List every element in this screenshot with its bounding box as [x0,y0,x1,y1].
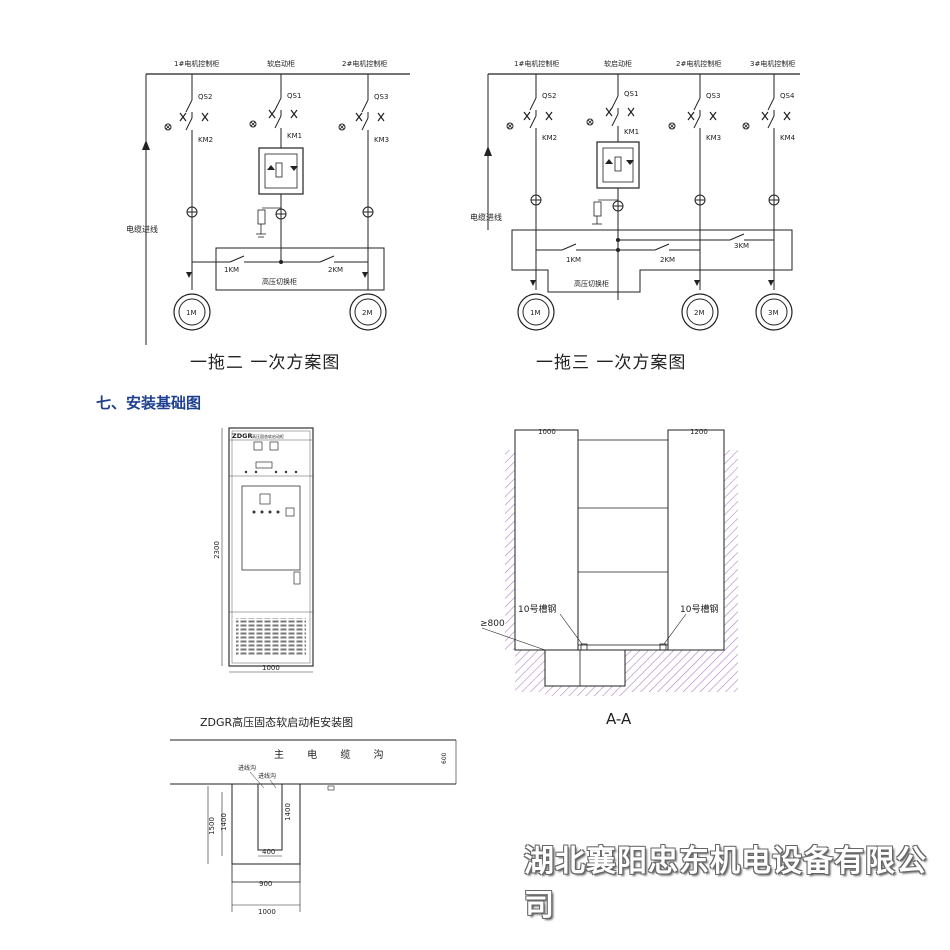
cabinet-brand-label: ZDGR [232,432,252,440]
channel-steel-right [659,643,667,651]
channel-right-label: 10号槽钢 [680,603,718,615]
km3-label-2: KM3 [706,134,721,142]
hv-switch-box [215,247,385,291]
inlet-trench-2-label: 进线沟 [258,772,276,780]
cable-in-label-2: 电缆进线 [470,212,502,222]
diagram-one-drag-three: 电缆进线 1#电机控制柜 QS2 KM2 1M 软启动柜 QS1 KM1 [470,59,800,373]
cable-in-label: 电缆进线 [126,224,158,234]
km1-label-2: KM1 [624,128,639,136]
soft-start-cabinet-label: 软启动柜 [267,59,295,68]
channel-steel-left [580,643,588,651]
k1-label-2: 1KM [566,256,581,264]
cabinet-3-label: 3#电机控制柜 [750,59,795,68]
km3-label: KM3 [374,136,389,144]
k1-label: 1KM [224,266,239,274]
company-watermark: 湖北襄阳忠东机电设备有限公司 [524,844,927,923]
door-handle-icon [293,571,301,585]
qs1-label: QS1 [287,92,301,100]
qs1-label-2: QS1 [624,90,638,98]
cabinet-panel [241,485,301,571]
section-aa-view: 1000 1200 10号槽钢 10号槽钢 ≥800 A-A [480,428,738,728]
channel-left-label: 10号槽钢 [518,603,556,615]
k3-label: 3KM [734,242,749,250]
k2-label-2: 2KM [660,256,675,264]
km2-label-2: KM2 [542,134,557,142]
cabinet-front-view: ZDGR 高压固态软启动柜 2300 1000 [213,427,314,673]
km1-label: KM1 [287,132,302,140]
dim-900: 900 [259,880,272,888]
cabinet-1-label-2: 1#电机控制柜 [514,59,559,68]
motor-1m-label-2: 1M [530,309,541,317]
dim-1500: 1500 [208,817,216,835]
aa-dim-right: 1200 [690,428,708,436]
k2-label: 2KM [328,266,343,274]
qs4-label: QS4 [780,92,795,100]
hv-cabinet-label: 高压切换柜 [262,277,297,286]
motor-3m-label: 3M [768,309,779,317]
dim-1400-left: 1400 [220,813,228,831]
dim-1000: 1000 [258,908,276,916]
km2-label: KM2 [198,136,213,144]
motor-2m-label: 2M [362,309,373,317]
dim-1400-right: 1400 [284,803,292,821]
hv-switch-box-2 [511,229,793,293]
cabinet-width-dim: 1000 [262,664,280,672]
soft-start-cabinet-label-2: 软启动柜 [604,59,632,68]
hv-cabinet-label-2: 高压切换柜 [574,279,609,288]
meter-icon [253,441,263,451]
qs2-label: QS2 [198,93,212,101]
diagram-one-drag-two-caption: 一拖二 一次方案图 [190,353,340,373]
diagram-one-drag-two: 电缆进线 1#电机控制柜 QS2 KM2 1M [126,59,410,373]
motor-1m-label: 1M [186,309,197,317]
inlet-trench-1-label: 进线沟 [238,764,256,772]
qs2-label-2: QS2 [542,92,556,100]
cabinet-height-dim: 2300 [213,541,221,559]
aa-depth-label: ≥800 [480,619,505,629]
cabinet-1-label: 1#电机控制柜 [174,59,219,68]
aa-caption: A-A [606,710,632,728]
cable-in-arrow [142,140,150,150]
trench-depth-dim: 600 [441,752,448,764]
aa-dim-left: 1000 [538,428,556,436]
vent-grille [236,618,306,656]
motor-2m-label-2: 2M [694,309,705,317]
qs3-label-2: QS3 [706,92,720,100]
qs3-label: QS3 [374,93,388,101]
diagram-one-drag-three-caption: 一拖三 一次方案图 [536,353,686,373]
meter-icon [269,441,279,451]
install-title: ZDGR高压固态软启动柜安装图 [200,715,353,729]
cabinet-2-label: 2#电机控制柜 [342,59,387,68]
section-title: 七、安装基础图 [96,394,202,412]
display-icon [259,493,271,505]
km4-label: KM4 [780,134,796,142]
dim-400: 400 [262,848,275,856]
install-plan: ZDGR高压固态软启动柜安装图 主 电 缆 沟 600 进线沟 进线沟 1500… [170,715,457,916]
trench-label: 主 电 缆 沟 [274,748,394,761]
soft-start-unit [258,147,304,195]
cabinet-brand-subtitle: 高压固态软启动柜 [252,433,284,439]
cabinet-2-label-2: 2#电机控制柜 [676,59,721,68]
